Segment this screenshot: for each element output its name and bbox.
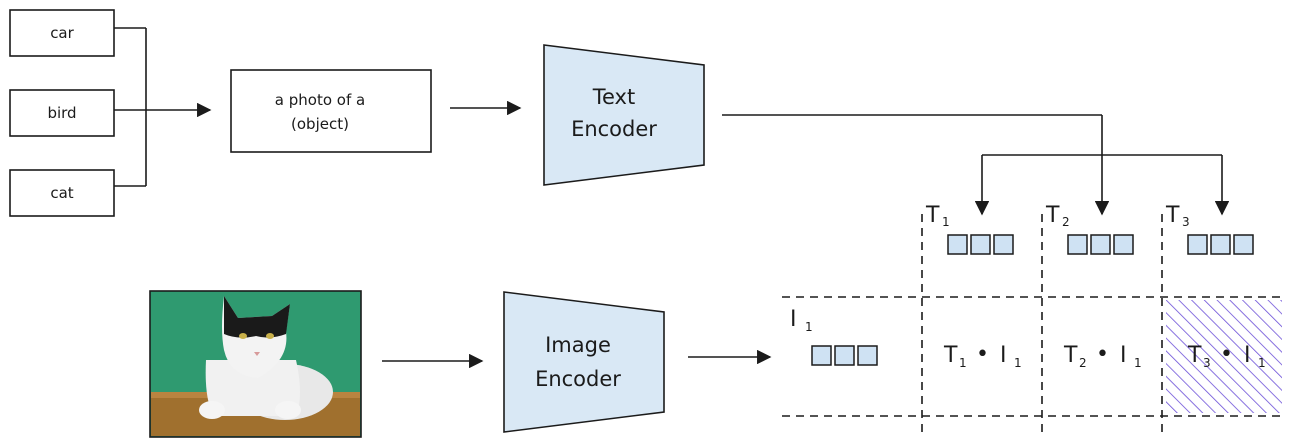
- text-embedding-label-3: T 3: [1165, 203, 1190, 229]
- class-label-cat: cat: [50, 184, 73, 202]
- svg-text:T: T: [1063, 343, 1078, 368]
- svg-text:2: 2: [1062, 215, 1070, 229]
- svg-text:•: •: [1096, 342, 1109, 367]
- svg-text:T: T: [1045, 203, 1060, 228]
- image-embedding-vector: [811, 345, 878, 366]
- class-box-cat: cat: [9, 169, 115, 217]
- class-box-car: car: [9, 9, 115, 57]
- class-label-car: car: [50, 24, 74, 42]
- dot-product-cell-2: T 2 • I 1: [1063, 342, 1142, 370]
- class-box-bird: bird: [9, 89, 115, 137]
- svg-text:3: 3: [1182, 215, 1190, 229]
- svg-text:T: T: [943, 343, 958, 368]
- text-embedding-vector-2: [1067, 234, 1134, 255]
- svg-text:T: T: [1165, 203, 1180, 228]
- svg-text:2: 2: [1079, 356, 1087, 370]
- svg-text:1: 1: [1134, 356, 1142, 370]
- highlight-cell: [1166, 300, 1282, 413]
- text-embedding-vector-1: [947, 234, 1014, 255]
- svg-text:I: I: [790, 307, 797, 332]
- cat-photo: [149, 290, 362, 438]
- text-encoder-label-1: Text: [592, 85, 635, 109]
- svg-text:1: 1: [942, 215, 950, 229]
- text-encoder: Text Encoder: [543, 44, 705, 186]
- image-encoder: Image Encoder: [503, 291, 665, 433]
- svg-text:1: 1: [1258, 356, 1266, 370]
- svg-text:1: 1: [1014, 356, 1022, 370]
- prompt-line-1: a photo of a: [275, 91, 365, 109]
- similarity-grid: [782, 214, 1284, 438]
- text-embedding-label-1: T 1: [925, 203, 950, 229]
- dot-product-cell-1: T 1 • I 1: [943, 342, 1022, 370]
- image-encoder-label-1: Image: [545, 333, 611, 357]
- svg-text:1: 1: [805, 320, 813, 334]
- svg-text:I: I: [1120, 343, 1127, 368]
- text-encoder-output-lines: [722, 114, 1230, 216]
- image-encoder-label-2: Encoder: [535, 367, 621, 391]
- text-embedding-label-2: T 2: [1045, 203, 1070, 229]
- svg-text:T: T: [1187, 343, 1202, 368]
- text-encoder-label-2: Encoder: [571, 117, 657, 141]
- svg-text:•: •: [1220, 342, 1233, 367]
- svg-text:1: 1: [959, 356, 967, 370]
- svg-text:3: 3: [1203, 356, 1211, 370]
- svg-text:I: I: [1244, 343, 1251, 368]
- class-bracket: [114, 27, 212, 187]
- prompt-line-2: (object): [291, 115, 349, 133]
- prompt-template-box: a photo of a (object): [230, 69, 432, 153]
- svg-text:•: •: [976, 342, 989, 367]
- class-label-bird: bird: [47, 104, 76, 122]
- svg-text:T: T: [925, 203, 940, 228]
- dot-product-cell-3: T 3 • I 1: [1187, 342, 1266, 370]
- svg-text:I: I: [1000, 343, 1007, 368]
- text-embedding-vector-3: [1187, 234, 1254, 255]
- image-embedding-label: I 1: [790, 307, 813, 334]
